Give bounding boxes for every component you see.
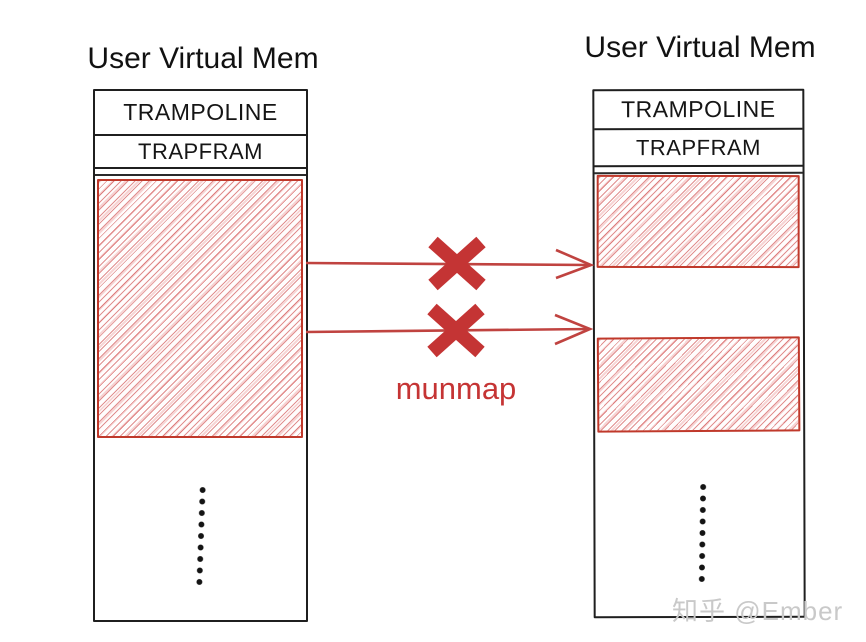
left-mapped-region — [97, 179, 303, 438]
cross-icon — [427, 303, 485, 358]
upper-mapping-arrow — [305, 248, 595, 280]
left-trapfram-section: TRAPFRAM — [95, 136, 306, 169]
watermark-text: 知乎 @Ember — [672, 596, 844, 626]
left-divider-strip — [95, 169, 306, 176]
right-trampoline-section: TRAMPOLINE — [594, 90, 803, 131]
left-memory-box: TRAMPOLINE TRAPFRAM — [93, 89, 308, 622]
left-ellipsis-dots — [195, 485, 207, 588]
cross-icon — [428, 236, 486, 291]
left-column-title: User Virtual Mem — [87, 42, 319, 75]
munmap-action-label: munmap — [395, 371, 517, 406]
right-ellipsis-dots — [697, 482, 708, 585]
right-memory-box: TRAMPOLINE TRAPFRAM — [592, 88, 806, 619]
right-mapped-region-upper — [596, 174, 800, 269]
right-divider-strip — [594, 166, 803, 175]
right-trapfram-section: TRAPFRAM — [594, 129, 803, 168]
right-mapped-region-lower — [596, 336, 801, 433]
lower-mapping-arrow — [305, 313, 594, 346]
right-column-title: User Virtual Mem — [584, 31, 816, 64]
left-trampoline-section: TRAMPOLINE — [95, 91, 306, 136]
